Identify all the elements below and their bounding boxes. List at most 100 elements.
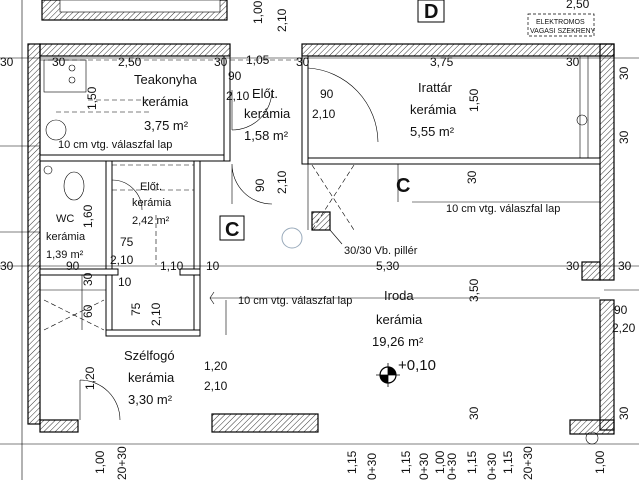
room-eloter2-name: Előt. xyxy=(140,181,162,193)
dim-top-210: 2,10 xyxy=(275,8,289,32)
wall-bottom-mid xyxy=(211,413,319,433)
dim-120b: 1,20 xyxy=(204,359,228,373)
room-eloter1-area: 1,58 m² xyxy=(244,128,289,143)
room-irattar-area: 5,55 m² xyxy=(410,124,455,139)
bottom-dim-4: 1,15 xyxy=(399,450,413,474)
dim-530: 5,30 xyxy=(376,259,400,273)
dim-210d: 2,10 xyxy=(110,253,134,267)
bottom-dim-0: 1,00 xyxy=(93,450,107,474)
dim-teakonyha-width: 2,50 xyxy=(118,55,142,69)
dim-75b: 75 xyxy=(129,302,143,316)
dim-90b: 90 xyxy=(320,87,334,101)
section-d-box xyxy=(417,0,445,23)
room-szelfogo-floor: kerámia xyxy=(128,370,175,385)
dim-60: 60 xyxy=(81,304,95,318)
bottom-dim-2: 1,15 xyxy=(345,450,359,474)
note-partition-iroda: 10 cm vtg. válaszfal lap xyxy=(238,295,352,307)
dim-top-30e: 30 xyxy=(566,55,580,69)
dim-elot-width: 1,05 xyxy=(246,53,270,67)
room-eloter2-area: 2,42 m² xyxy=(132,215,170,227)
bottom-dim-11: 20+30 xyxy=(521,446,535,480)
bottom-dim-12: 1,00 xyxy=(593,450,607,474)
dim-210f: 2,10 xyxy=(204,379,228,393)
dim-top-30a: 30 xyxy=(0,55,14,69)
electrical-cabinet xyxy=(527,13,595,37)
dim-90c: 90 xyxy=(253,178,267,192)
dim-top-30d: 30 xyxy=(296,55,310,69)
dim-30-mid: 30 xyxy=(465,170,479,184)
pillar xyxy=(311,211,331,231)
room-iroda-name: Iroda xyxy=(384,288,414,303)
note-partition-kitchen: 10 cm vtg. válaszfal lap xyxy=(58,139,172,151)
dim-30x: 30 xyxy=(617,66,631,80)
dim-75a: 75 xyxy=(120,235,134,249)
bottom-dim-8: 1,15 xyxy=(465,450,479,474)
room-eloter1-floor: kerámia xyxy=(244,106,291,121)
dim-160: 1,60 xyxy=(81,204,95,228)
right-pillar xyxy=(581,261,601,281)
dim-top-100: 1,00 xyxy=(251,0,265,24)
dim-irattar-width: 3,75 xyxy=(430,55,454,69)
dim-30y: 30 xyxy=(617,406,631,420)
room-teakonyha-name: Teakonyha xyxy=(134,72,198,87)
dim-30t: 30 xyxy=(618,259,632,273)
note-partition-irattar: 10 cm vtg. válaszfal lap xyxy=(446,203,560,215)
dim-110: 1,10 xyxy=(160,259,184,273)
wall-left xyxy=(27,43,41,425)
room-teakonyha-area: 3,75 m² xyxy=(144,118,189,133)
dim-30v: 30 xyxy=(467,406,481,420)
dim-90d: 90 xyxy=(66,259,80,273)
dim-220: 2,20 xyxy=(612,321,636,335)
dim-210e: 2,10 xyxy=(149,302,163,326)
wall-right xyxy=(599,43,615,281)
bottom-dim-7: 0+30 xyxy=(445,453,459,480)
room-szelfogo-name: Szélfogó xyxy=(124,348,175,363)
wall-right-lower xyxy=(599,299,615,431)
bottom-dim-1: 20+30 xyxy=(115,446,129,480)
room-irattar-floor: kerámia xyxy=(410,102,457,117)
wall-bottom-right xyxy=(569,419,615,435)
level-value: +0,10 xyxy=(398,357,436,374)
dim-10a: 10 xyxy=(206,259,220,273)
section-label-c-right: C xyxy=(396,175,410,197)
dim-210b: 2,10 xyxy=(312,107,336,121)
dim-top-30b: 30 xyxy=(52,55,66,69)
dim-150a: 1,50 xyxy=(85,86,99,110)
dim-30r: 30 xyxy=(0,259,14,273)
dim-top-250: 2,50 xyxy=(566,0,590,11)
bottom-dim-9: 0+30 xyxy=(485,453,499,480)
dim-210c: 2,10 xyxy=(275,170,289,194)
bottom-dim-6: 1,00 xyxy=(433,450,447,474)
section-label-c-left: C xyxy=(225,219,239,241)
dim-30s: 30 xyxy=(566,259,580,273)
room-wc-floor: kerámia xyxy=(46,231,86,243)
dim-120a: 1,20 xyxy=(83,366,97,390)
cabinet-label-1: ELEKTROMOS xyxy=(536,19,585,26)
section-label-d: D xyxy=(424,1,438,23)
room-teakonyha-floor: kerámia xyxy=(142,94,189,109)
dim-10b: 10 xyxy=(118,275,132,289)
dim-90a: 90 xyxy=(228,69,242,83)
wall-bottom xyxy=(39,419,79,433)
room-wc-name: WC xyxy=(56,213,74,225)
dim-150b: 1,50 xyxy=(467,88,481,112)
note-pillar: 30/30 Vb. pillér xyxy=(344,245,418,257)
toilet xyxy=(63,171,85,201)
dim-top-30c: 30 xyxy=(214,55,228,69)
bottom-dim-5: 0+30 xyxy=(417,453,431,480)
room-szelfogo-area: 3,30 m² xyxy=(128,392,173,407)
room-eloter2-floor: kerámia xyxy=(132,197,172,209)
room-eloter1-name: Előt. xyxy=(252,86,278,101)
room-wc-area: 1,39 m² xyxy=(46,249,84,261)
room-iroda-floor: kerámia xyxy=(376,312,423,327)
dim-90e: 90 xyxy=(614,303,628,317)
dim-30w: 30 xyxy=(81,272,95,286)
room-irattar-name: Irattár xyxy=(418,80,453,95)
dim-210a: 2,10 xyxy=(226,89,250,103)
dim-350: 3,50 xyxy=(467,278,481,302)
dim-30u: 30 xyxy=(617,130,631,144)
bottom-dim-10: 1,15 xyxy=(501,450,515,474)
room-iroda-area: 19,26 m² xyxy=(372,334,424,349)
